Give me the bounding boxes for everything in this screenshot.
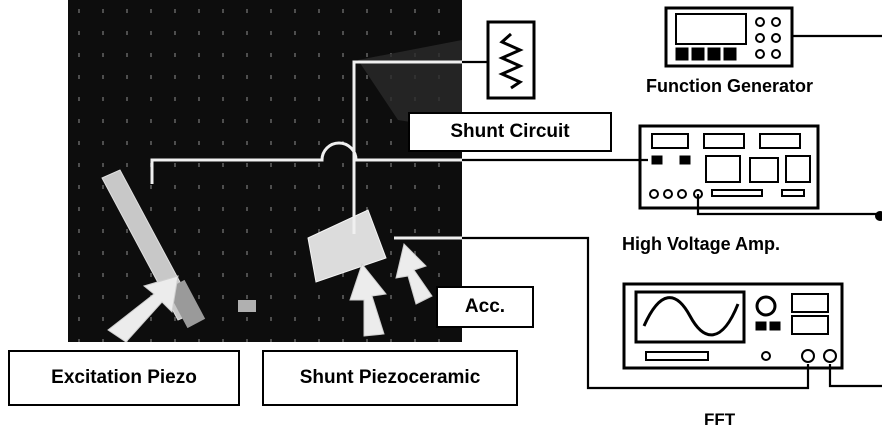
acc-text: Acc. xyxy=(465,296,505,318)
acc-label: Acc. xyxy=(436,286,534,328)
fft-analyzer-icon xyxy=(624,284,842,368)
excitation-piezo-text: Excitation Piezo xyxy=(51,367,197,389)
shunt-piezoceramic-text: Shunt Piezoceramic xyxy=(300,367,481,389)
shunt-circuit-label: Shunt Circuit xyxy=(408,112,612,152)
fft-label: FFT xyxy=(704,410,735,430)
excitation-piezo-label: Excitation Piezo xyxy=(8,350,240,406)
function-generator-icon xyxy=(666,8,792,66)
shunt-circuit-text: Shunt Circuit xyxy=(450,121,569,143)
wire-junction xyxy=(875,211,882,221)
high-voltage-amp-label: High Voltage Amp. xyxy=(622,234,780,255)
resistor-icon xyxy=(488,22,534,98)
shunt-piezoceramic-label: Shunt Piezoceramic xyxy=(262,350,518,406)
amplifier-icon xyxy=(640,126,818,208)
function-generator-label: Function Generator xyxy=(646,76,813,97)
